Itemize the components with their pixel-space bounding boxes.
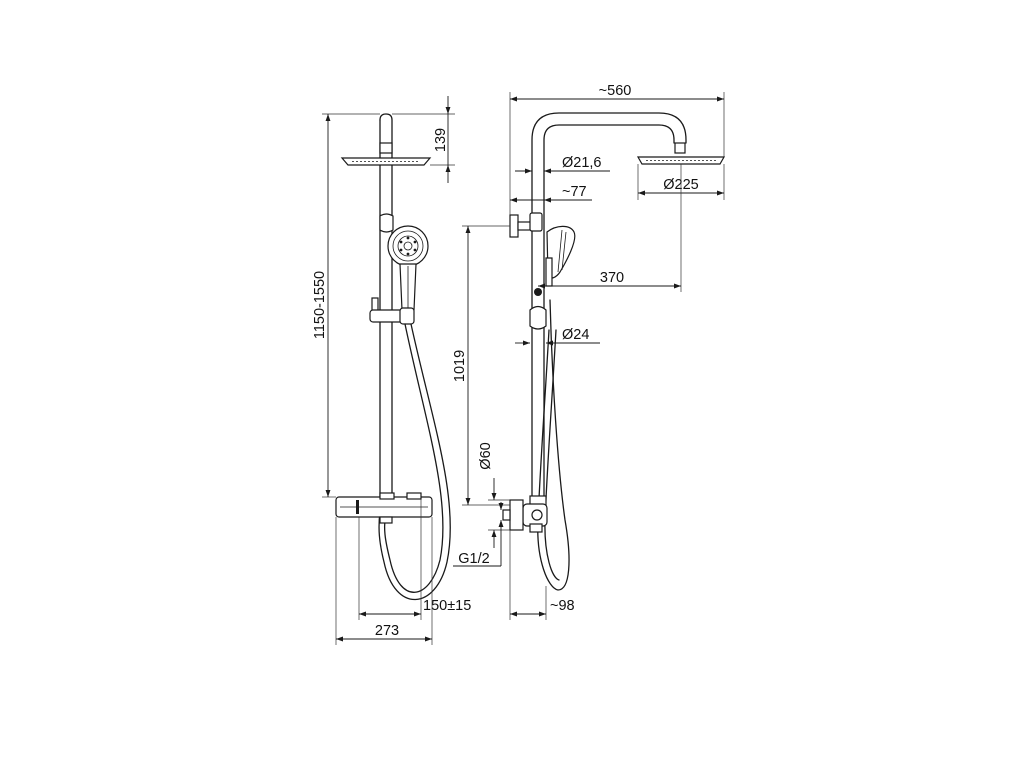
side-overhead-head (636, 142, 726, 165)
front-hose-outer (383, 323, 444, 593)
front-view: 139 1150-1550 150±15 273 (312, 96, 471, 645)
side-holder-knob (534, 288, 542, 296)
front-upper-slider (379, 213, 394, 233)
front-thermostatic-mixer (335, 492, 433, 524)
dim-riser-height: 1019 (452, 350, 468, 382)
side-mixer (502, 495, 548, 533)
side-hand-shower (545, 225, 576, 287)
front-hand-shower-holder (369, 297, 415, 325)
dim-thread: G1/2 (458, 551, 489, 567)
side-slider (529, 305, 547, 330)
dim-inlet-spacing: 150±15 (423, 598, 471, 614)
dim-head-projection: 370 (600, 270, 624, 286)
side-hose-outer (537, 299, 570, 591)
front-overhead-head (340, 142, 432, 166)
dim-rail-diameter: Ø24 (562, 327, 589, 343)
dim-height-range: 1150-1550 (312, 271, 328, 339)
front-hose-inner (378, 323, 451, 601)
side-riser-arm-outer (531, 112, 687, 501)
dim-mixer-width: 273 (375, 623, 399, 639)
side-riser-arm-inner (543, 124, 675, 501)
dim-pipe-diameter: Ø21,6 (562, 155, 602, 171)
dim-head-height: 139 (433, 128, 449, 152)
front-riser-pipe (379, 113, 393, 498)
front-hand-shower (387, 225, 429, 311)
dim-reach: ~560 (599, 83, 632, 99)
dim-escutcheon-diameter: Ø60 (478, 442, 494, 469)
dim-wall-offset: ~77 (562, 184, 587, 200)
side-view: ~560 Ø21,6 ~77 Ø225 370 Ø24 1019 Ø6 (452, 83, 726, 620)
dim-hand-offset: ~98 (550, 598, 575, 614)
side-upper-wall-bracket (509, 212, 543, 238)
